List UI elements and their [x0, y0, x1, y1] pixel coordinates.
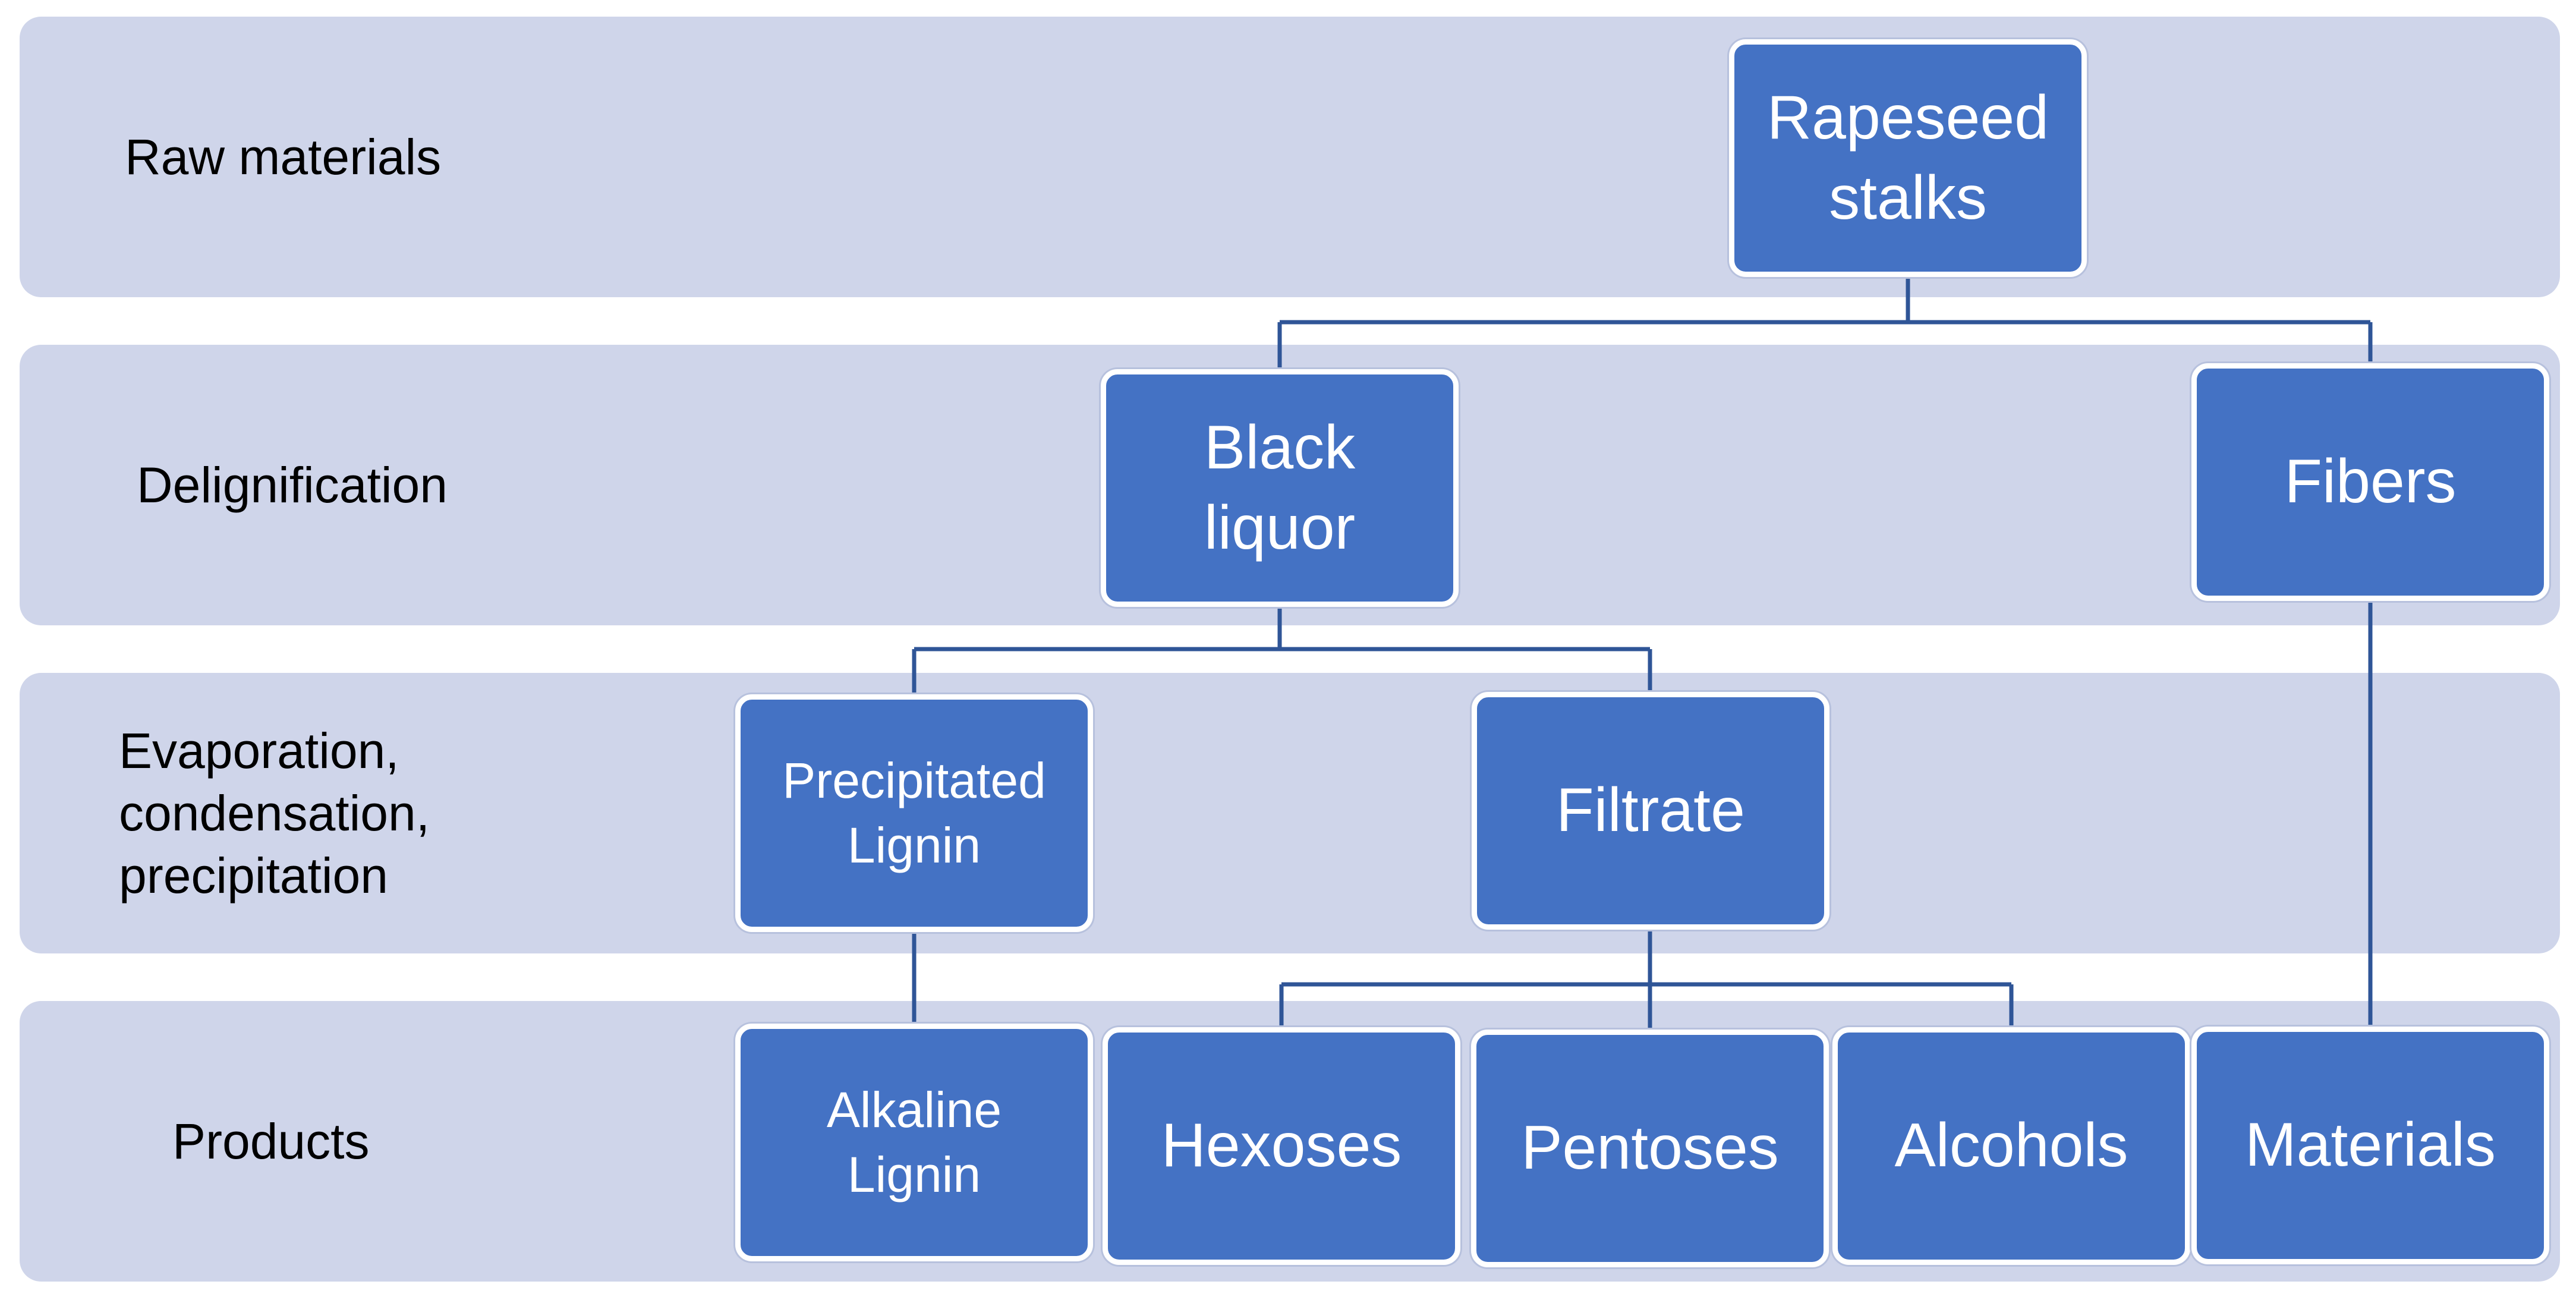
connector-liquor-to-evaporation [912, 604, 1652, 698]
node-filtrate: Filtrate [1472, 692, 1829, 930]
stage-label-delignification: Delignification [137, 457, 448, 513]
stage-label-products: Products [172, 1113, 370, 1169]
connector-filtrate-to-products [1279, 929, 2014, 1033]
stage-label-raw-materials: Raw materials [125, 128, 442, 185]
stage-label-evaporation: Evaporation, condensation, precipitation [119, 722, 430, 904]
band-evaporation [20, 673, 2560, 953]
band-raw-materials [20, 17, 2560, 297]
node-alkaline-lignin: Alkaline Lignin [735, 1024, 1093, 1261]
connector-stalks-to-delignification [1277, 273, 2373, 373]
node-pentoses: Pentoses [1471, 1030, 1829, 1267]
node-black-liquor: Black liquor [1101, 369, 1459, 607]
node-fibers: Fibers [2191, 363, 2549, 601]
node-alcohols: Alcohols [1832, 1027, 2190, 1265]
node-materials: Materials [2191, 1027, 2549, 1264]
node-precipitated-lignin: Precipitated Lignin [735, 694, 1093, 932]
node-rapeseed-stalks: Rapeseed stalks [1729, 39, 2087, 277]
node-hexoses: Hexoses [1103, 1027, 1460, 1265]
